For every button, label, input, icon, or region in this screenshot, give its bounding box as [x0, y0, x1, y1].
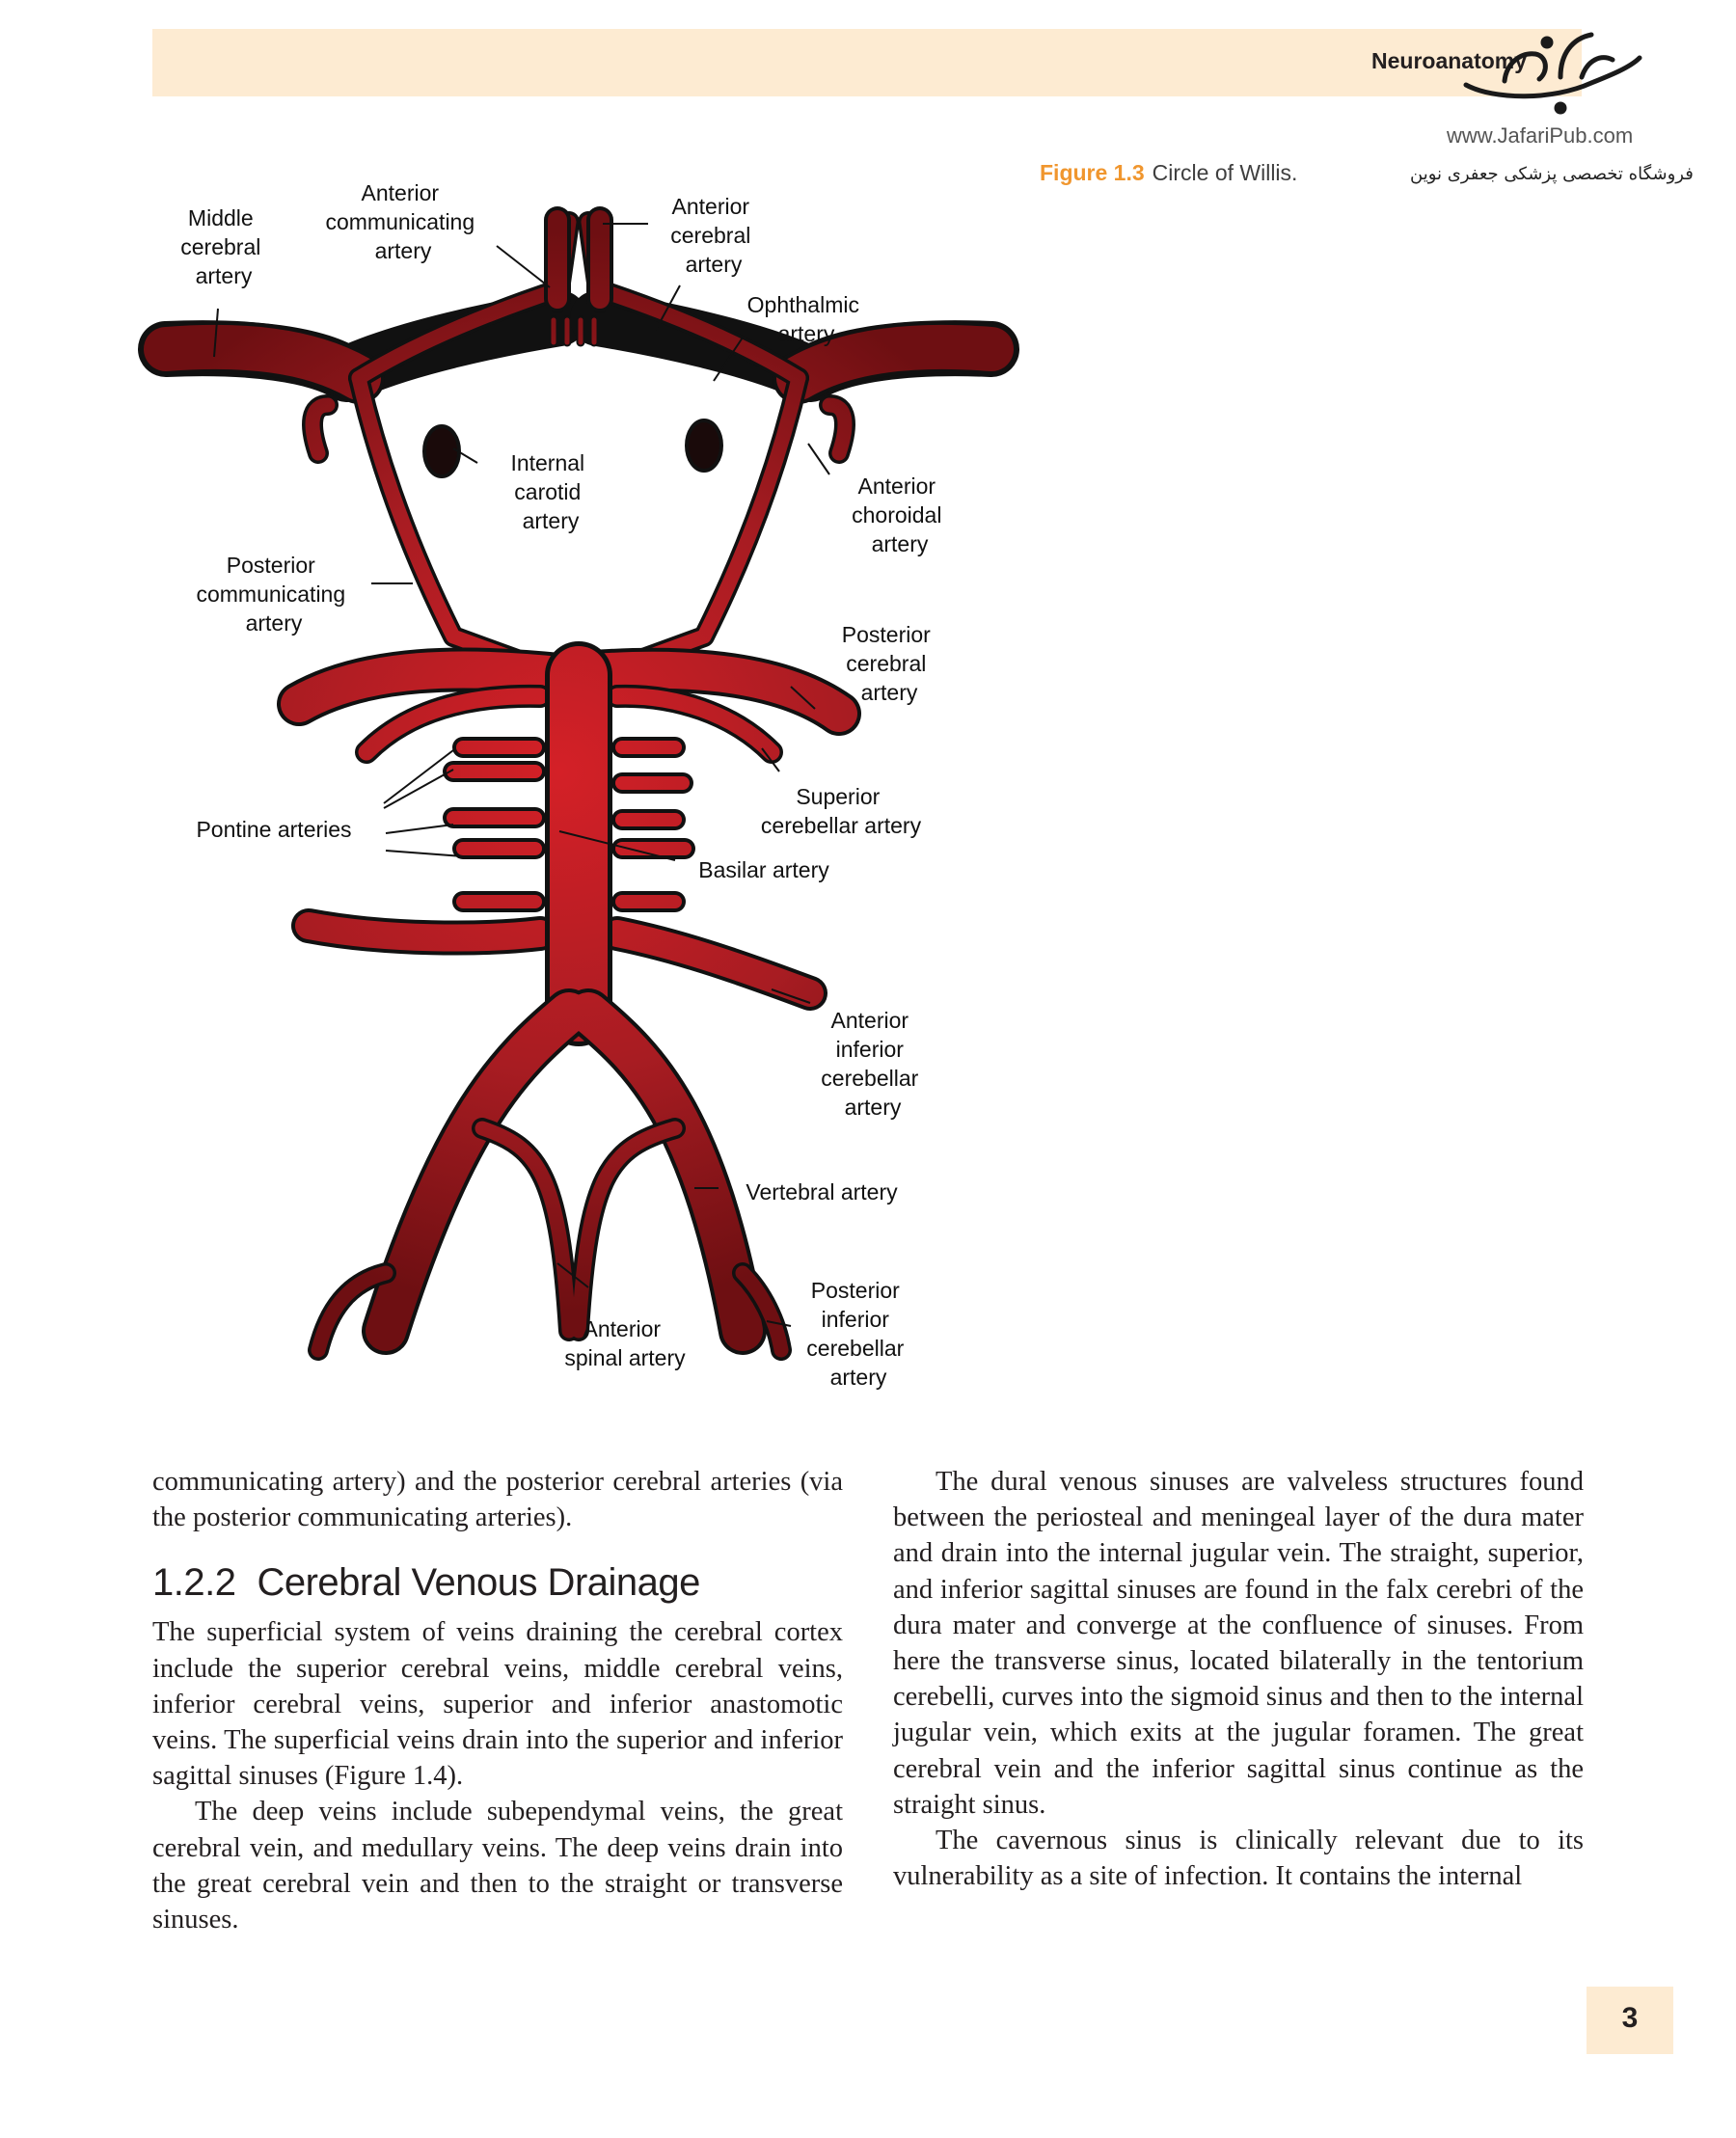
label-anterior-inferior-cerebellar-artery: Anterior inferior cerebellar artery [821, 1008, 924, 1120]
header-band [152, 29, 1582, 96]
figure-title: Circle of Willis. [1152, 160, 1298, 185]
section-title: Cerebral Venous Drainage [257, 1561, 700, 1605]
left-paragraph-1: communicating artery) and the posterior … [152, 1467, 843, 1533]
label-internal-carotid-artery: Internal carotid artery [510, 450, 590, 533]
label-middle-cerebral-artery: Middle cerebral artery [180, 205, 267, 288]
label-anterior-communicating-artery: Anterior communicating artery [325, 180, 480, 263]
vessels [140, 206, 1017, 1361]
label-superior-cerebellar-artery: Superior cerebellar artery [761, 784, 922, 838]
left-paragraph-2: The superficial system of veins draining… [152, 1617, 843, 1792]
right-paragraph-2: The cavernous sinus is clinically releva… [893, 1826, 1584, 1892]
figure-number: Figure 1.3 [1040, 160, 1145, 185]
left-paragraph-3: The deep veins include subependymal vein… [152, 1797, 843, 1935]
left-column: communicating artery) and the posterior … [152, 1464, 843, 1937]
running-head: Neuroanatomy [1371, 48, 1528, 73]
figure-caption: Figure 1.3 Circle of Willis. [1040, 160, 1297, 186]
label-anterior-spinal-artery: Anterior spinal artery [564, 1316, 686, 1370]
label-pontine-arteries: Pontine arteries [196, 817, 351, 842]
right-paragraph-1: The dural venous sinuses are valveless s… [893, 1467, 1584, 1820]
label-posterior-communicating-artery: Posterior communicating artery [196, 553, 351, 636]
label-basilar-artery: Basilar artery [698, 857, 829, 882]
right-internal-carotid-lumen [685, 419, 723, 473]
page-number-box: 3 [1587, 1987, 1673, 2054]
site-url: www.JafariPub.com [1447, 123, 1634, 148]
label-posterior-cerebral-artery: Posterior cerebral artery [842, 622, 936, 705]
page-number: 3 [1621, 2002, 1639, 2034]
shop-name: فروشگاه تخصصی پزشکی جعفری نوین [1410, 164, 1694, 184]
publisher-logo [1463, 32, 1642, 115]
label-anterior-cerebral-artery: Anterior cerebral artery [670, 194, 757, 277]
circle-of-willis-diagram: Middle cerebral artery Anterior communic… [138, 180, 1019, 1390]
section-number: 1.2.2 [152, 1561, 236, 1605]
right-column: The dural venous sinuses are valveless s… [893, 1464, 1584, 1894]
label-ophthalmic-artery: Ophthalmic artery [747, 292, 866, 346]
leader-lines [213, 223, 830, 1327]
label-vertebral-artery: Vertebral artery [746, 1179, 898, 1204]
diagram-labels: Middle cerebral artery Anterior communic… [180, 180, 948, 1390]
section-heading: 1.2.2 Cerebral Venous Drainage [152, 1558, 843, 1607]
label-anterior-choroidal-artery: Anterior choroidal artery [852, 474, 948, 556]
label-posterior-inferior-cerebellar-artery: Posterior inferior cerebellar artery [806, 1278, 909, 1390]
left-internal-carotid-lumen [422, 424, 461, 478]
